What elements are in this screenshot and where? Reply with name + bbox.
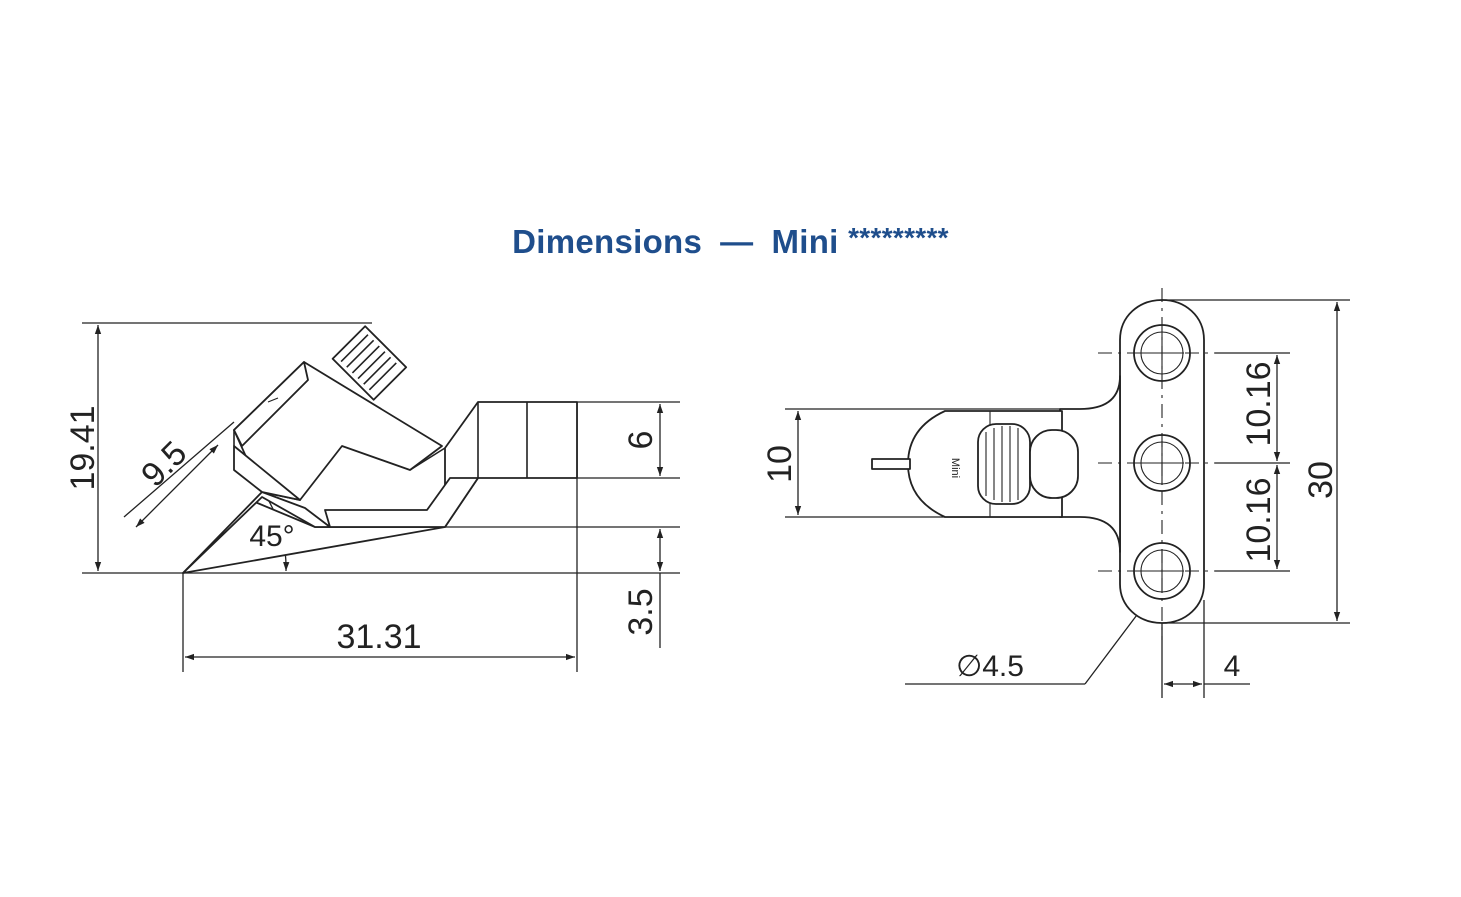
thread-6 bbox=[368, 362, 397, 391]
label-angle: 45° bbox=[249, 520, 294, 553]
probe-pin bbox=[871, 458, 911, 470]
label-body: 10 bbox=[761, 445, 799, 483]
body-marking: Mini bbox=[949, 458, 961, 478]
label-width: 6 bbox=[622, 431, 660, 450]
thread-3 bbox=[351, 345, 380, 374]
label-offset: 3.5 bbox=[622, 588, 660, 635]
front-view: Mini 10 10.16 10.16 30 ∅4.5 4 bbox=[761, 288, 1350, 698]
thread-4 bbox=[357, 351, 386, 380]
label-height: 19.41 bbox=[64, 405, 102, 490]
dim-line-9-5 bbox=[135, 444, 219, 528]
label-thread-len: 9.5 bbox=[134, 434, 194, 494]
plate-neck bbox=[1059, 375, 1121, 553]
stud-body bbox=[331, 325, 408, 401]
stud-cap bbox=[1029, 429, 1079, 499]
diagram-title: Dimensions — Mini ********* bbox=[0, 222, 1461, 261]
title-separator: — bbox=[720, 223, 754, 260]
label-length: 31.31 bbox=[336, 618, 421, 656]
label-pitch-top: 10.16 bbox=[1240, 361, 1278, 446]
label-hole-dia: ∅4.5 bbox=[956, 650, 1024, 683]
probe-strip bbox=[182, 477, 479, 574]
housing-top-face bbox=[233, 361, 309, 447]
title-suffix: ********* bbox=[848, 222, 949, 253]
title-model: Mini bbox=[771, 223, 839, 260]
side-view: 19.41 9.5 45° 6 3.5 31.31 bbox=[64, 322, 680, 672]
label-overall: 30 bbox=[1302, 461, 1340, 499]
thread-1 bbox=[340, 334, 369, 363]
housing-mark bbox=[267, 397, 279, 403]
label-pitch-bottom: 10.16 bbox=[1240, 477, 1278, 562]
housing-lower-face bbox=[233, 445, 301, 501]
thread-5 bbox=[363, 356, 392, 385]
threaded-stud bbox=[331, 325, 408, 401]
thread-2 bbox=[346, 339, 375, 368]
title-main: Dimensions bbox=[512, 223, 703, 260]
label-thickness: 4 bbox=[1224, 650, 1241, 683]
